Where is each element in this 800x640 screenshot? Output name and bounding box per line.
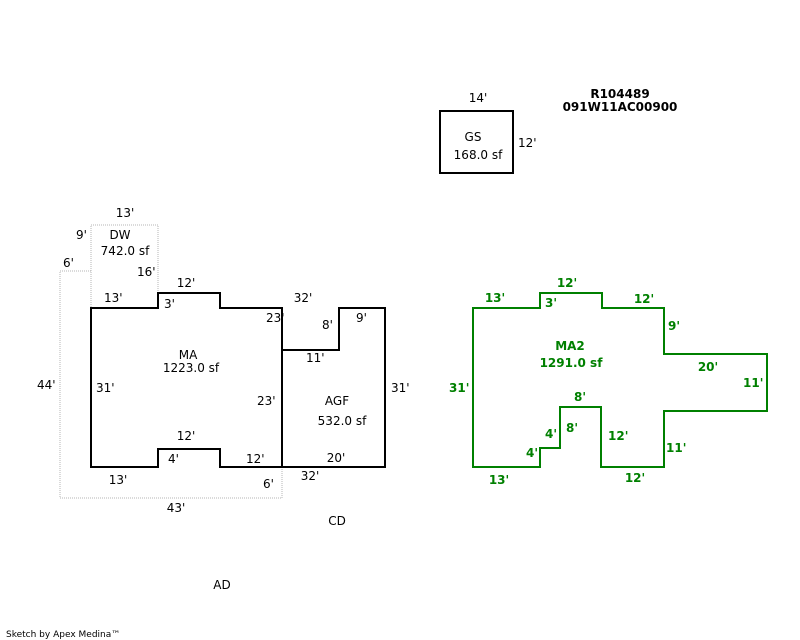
agf-dim-step: 8' (322, 318, 333, 332)
ma2-dim-top-left: 13' (485, 291, 505, 305)
dw-dim-left-upper: 9' (76, 228, 87, 242)
dw-area: 742.0 sf (101, 244, 150, 258)
dw-section: DW 742.0 sf 13' 9' 6' 16' 44' 43' 6' (37, 206, 283, 515)
ma-dim-top-left: 13' (104, 291, 123, 305)
dw-name: DW (109, 228, 130, 242)
dw-dim-left: 44' (37, 378, 56, 392)
ma-dim-bottom-mid: 12' (246, 452, 265, 466)
ma-dim-notch-top: 12' (177, 276, 196, 290)
ad-label: AD (213, 578, 230, 592)
dw-outline-upper (90, 224, 159, 293)
gs-name: GS (465, 130, 482, 144)
ma2-outline (472, 292, 768, 468)
ma2-dim-inner-left-lower: 4' (526, 446, 538, 460)
ma2-dim-notch-top: 12' (557, 276, 577, 290)
agf-name: AGF (325, 394, 349, 408)
agf-dim-bottom: 20' (327, 451, 346, 465)
ma2-dim-inner-left-upper: 8' (566, 421, 578, 435)
ma-dim-bottom-left: 13' (109, 473, 128, 487)
ma-dim-shared-wall: 23' (257, 394, 276, 408)
ma2-dim-bottom-right: 12' (625, 471, 645, 485)
parcel-id: R104489 (590, 87, 649, 101)
gs-dim-top: 14' (469, 91, 488, 105)
dw-outline (59, 270, 283, 499)
dw-dim-top: 13' (116, 206, 135, 220)
ma2-dim-bottom-left: 13' (489, 473, 509, 487)
dw-dim-right: 16' (137, 265, 156, 279)
ma2-dim-top-right: 12' (634, 292, 654, 306)
ma2-dim-notch-side: 3' (545, 296, 557, 310)
agf-area: 532.0 sf (318, 414, 367, 428)
agf-dim-bottom-outer: 32' (301, 469, 320, 483)
ma-section: MA 1223.0 sf 13' 3' 12' 32' 23' 31' 23' … (90, 276, 313, 487)
ma-name: MA (179, 348, 198, 362)
dw-dim-bottom-right: 6' (263, 477, 274, 491)
gs-outline (439, 110, 514, 174)
ma2-dim-right-a: 9' (668, 319, 680, 333)
ma-dim-bottom-notch-side: 4' (168, 452, 179, 466)
ma2-dim-left: 31' (449, 381, 469, 395)
sketch-credit: Sketch by Apex Medina™ (6, 630, 120, 640)
ma2-dim-inner-right: 12' (608, 429, 628, 443)
ma-dim-top-right: 32' (294, 291, 313, 305)
gs-dim-right: 12' (518, 136, 537, 150)
agf-dim-right-top: 9' (356, 311, 367, 325)
ma2-name: MA2 (555, 339, 585, 353)
ma2-dim-right-c: 11' (743, 376, 763, 390)
ma-dim-bottom-notch-top: 12' (177, 429, 196, 443)
dw-dim-bottom: 43' (167, 501, 186, 515)
ma2-dim-right-lower: 11' (666, 441, 686, 455)
gs-area: 168.0 sf (454, 148, 503, 162)
gs-section: GS 168.0 sf 14' 12' (439, 91, 537, 174)
ma-dim-inner-top: 23' (266, 311, 285, 325)
ma-dim-left: 31' (96, 381, 115, 395)
ma2-area: 1291.0 sf (540, 356, 604, 370)
ma2-dim-right-b: 20' (698, 360, 718, 374)
ma-dim-notch-side: 3' (164, 297, 175, 311)
agf-dim-step-top: 11' (306, 351, 325, 365)
agf-dim-right: 31' (391, 381, 410, 395)
ma2-section: MA2 1291.0 sf 13' 12' 3' 12' 9' 20' 11' … (449, 276, 768, 487)
dw-dim-left-step: 6' (63, 256, 74, 270)
ma-area: 1223.0 sf (163, 361, 220, 375)
parcel-map-number: 091W11AC00900 (563, 100, 678, 114)
agf-outline (281, 307, 386, 468)
cd-label: CD (328, 514, 346, 528)
ma2-dim-inner-step: 4' (545, 427, 557, 441)
ma2-dim-inner-top: 8' (574, 390, 586, 404)
agf-section: AGF 532.0 sf 8' 9' 11' 31' 20' 32' (281, 307, 410, 483)
